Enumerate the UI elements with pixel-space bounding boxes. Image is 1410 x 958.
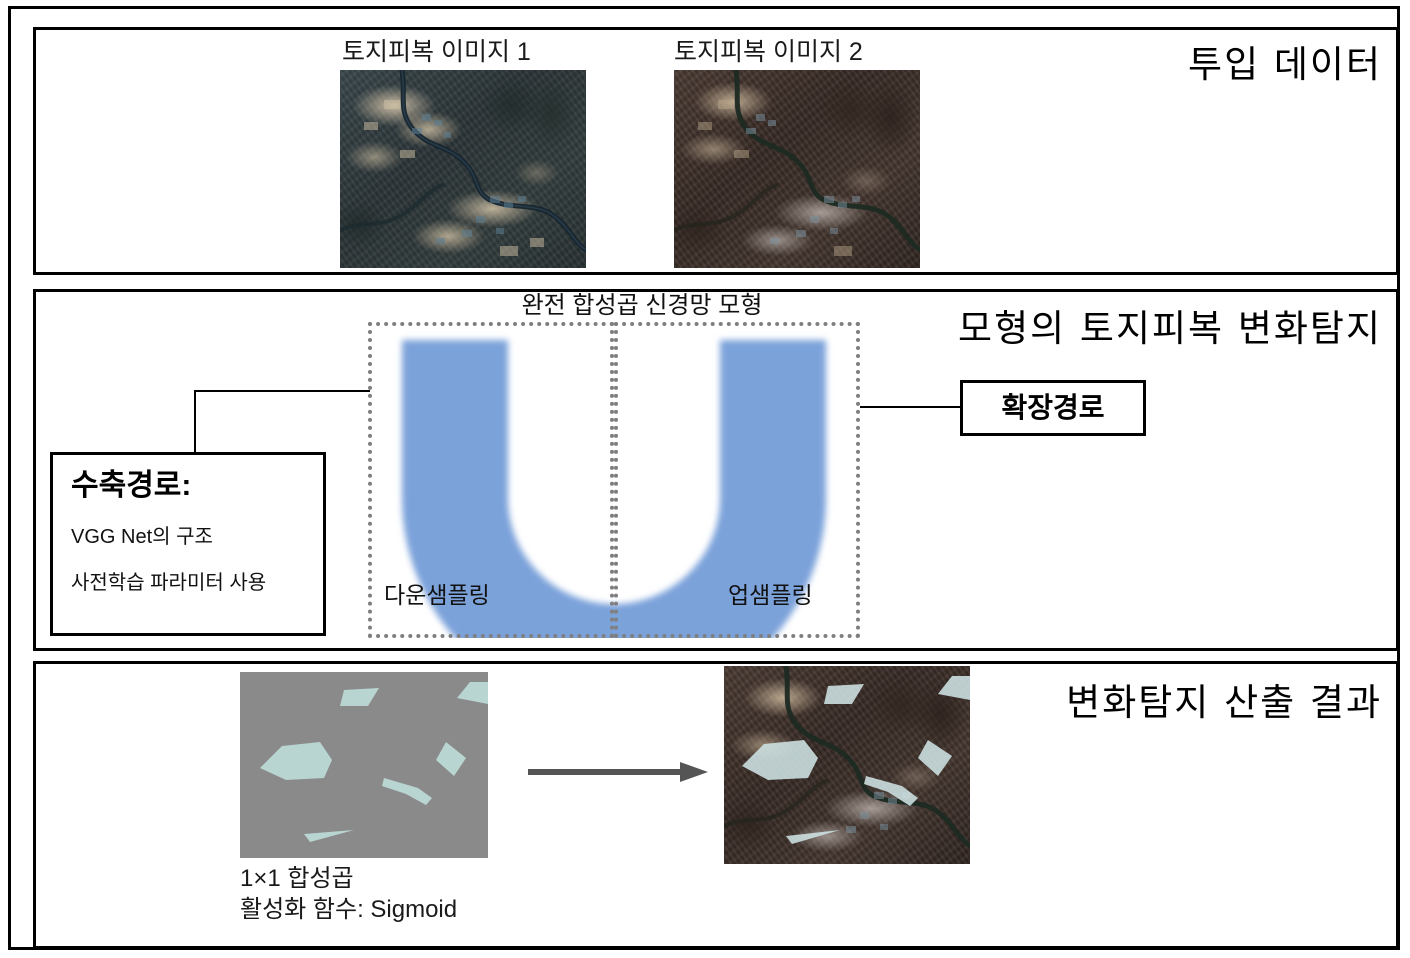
unet-u-graphic	[402, 340, 826, 638]
result-overlay	[724, 666, 970, 849]
unet-u-shape	[368, 322, 860, 638]
output-caption: 1×1 합성곱 활성화 함수: Sigmoid	[240, 865, 458, 923]
contracting-path-line-2: 사전학습 파라미터 사용	[71, 572, 267, 594]
expanding-path-callout: 확장경로	[960, 380, 1146, 436]
downsampling-label: 다운샘플링	[384, 582, 490, 608]
landcover-image-2	[674, 70, 920, 268]
input-panel-title: 투입 데이터	[1188, 43, 1382, 86]
downsampling-region	[368, 322, 614, 638]
connector-left-horizontal	[194, 390, 370, 392]
change-mask-image	[240, 672, 488, 858]
upsampling-region	[614, 322, 860, 638]
contracting-path-callout: 수축경로: VGG Net의 구조 사전학습 파라미터 사용	[50, 452, 326, 636]
change-detection-result-image	[724, 666, 970, 864]
output-panel: 변화탐지 산출 결과	[33, 661, 1399, 949]
process-arrow	[528, 760, 708, 784]
contracting-path-line-1: VGG Net의 구조	[71, 526, 213, 548]
landcover-image-1	[340, 70, 586, 268]
landcover-image-1-caption: 토지피복 이미지 1	[342, 38, 531, 66]
landcover-image-2-caption: 토지피복 이미지 2	[674, 38, 863, 66]
model-panel-title: 모형의 토지피복 변화탐지	[958, 307, 1382, 350]
contracting-path-heading: 수축경로:	[71, 469, 192, 502]
change-mask-polygons	[260, 682, 488, 842]
connector-right-horizontal	[860, 406, 960, 408]
expanding-path-heading: 확장경로	[1001, 392, 1105, 423]
output-panel-title: 변화탐지 산출 결과	[1066, 681, 1382, 724]
model-subtitle: 완전 합성곱 신경망 모형	[36, 294, 1396, 318]
river-overlay-2	[674, 70, 920, 256]
input-data-panel: 투입 데이터 토지피복 이미지 1	[33, 27, 1399, 275]
arrow-right-icon	[528, 762, 708, 782]
model-panel: 모형의 토지피복 변화탐지 완전 합성곱 신경망 모형 다운샘플링 업샘플링	[33, 289, 1399, 651]
model-subtitle-text: 완전 합성곱 신경망 모형	[521, 292, 763, 319]
upsampling-label: 업샘플링	[728, 582, 813, 608]
outer-frame: 투입 데이터 토지피복 이미지 1	[8, 6, 1400, 950]
river-overlay-1	[340, 70, 586, 256]
connector-left-vertical	[194, 390, 196, 454]
